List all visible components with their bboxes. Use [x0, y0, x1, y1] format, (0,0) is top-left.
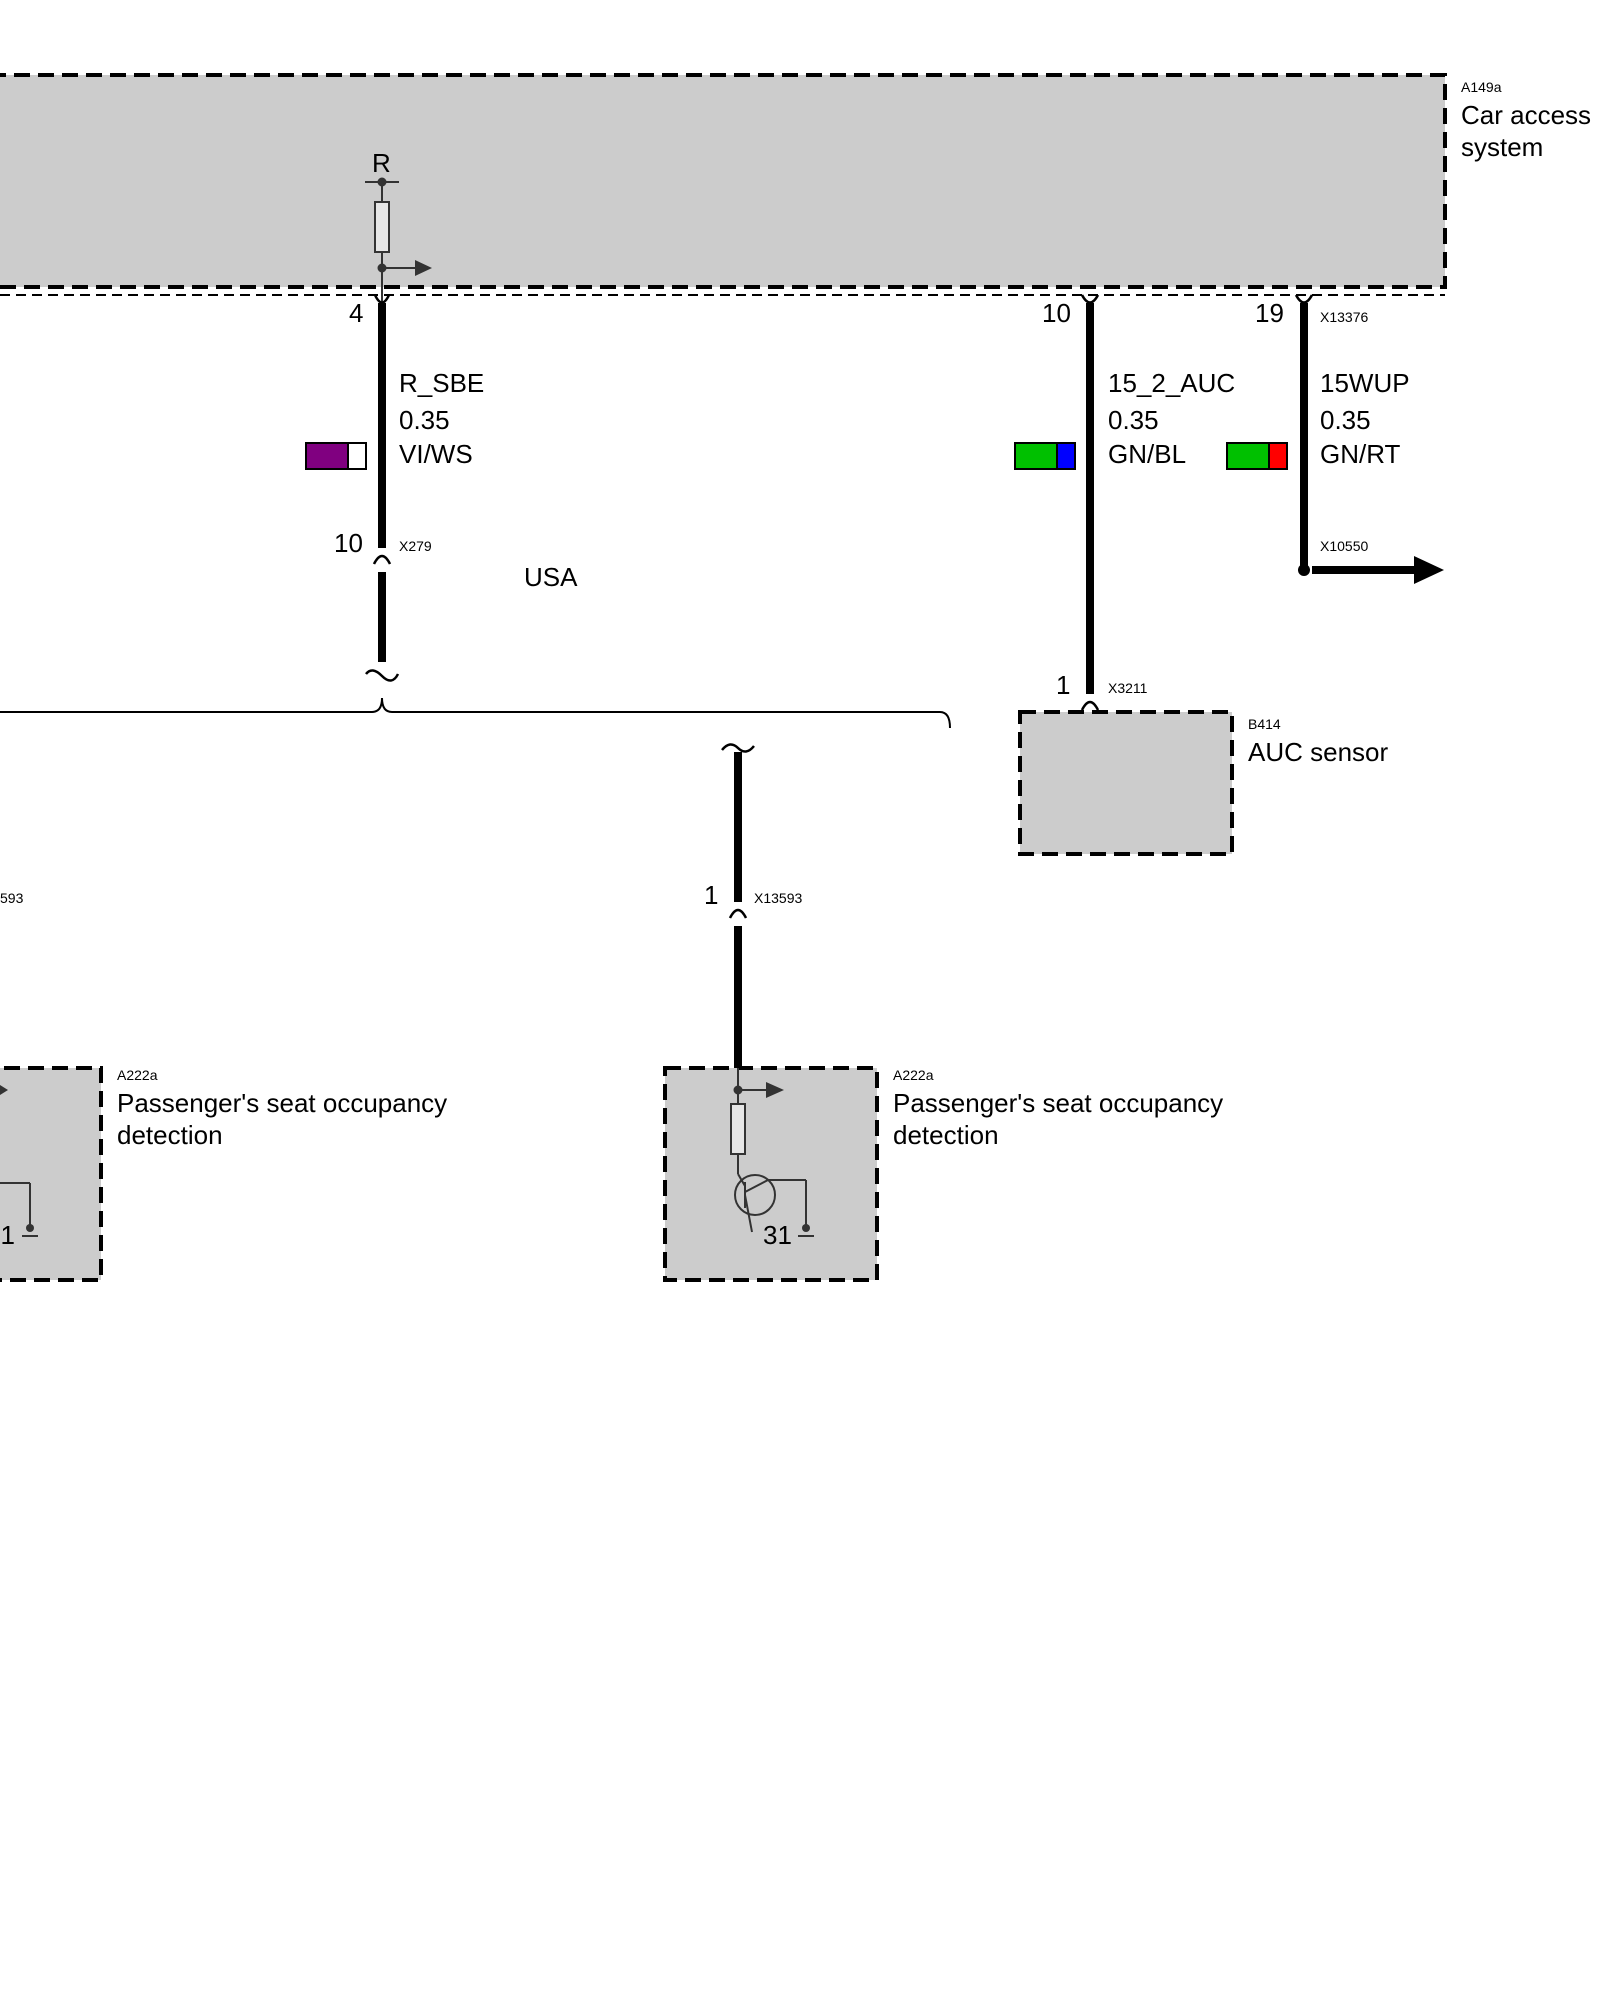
- seat-left-name-line1: Passenger's seat occupancy: [117, 1088, 447, 1118]
- auc-sensor-module: [1018, 710, 1234, 856]
- x13593-connector-left: 593: [0, 890, 24, 906]
- seat-right-name-line1: Passenger's seat occupancy: [893, 1088, 1223, 1118]
- variant-label: USA: [524, 562, 578, 592]
- auc-gauge: 0.35: [1108, 405, 1159, 435]
- wire-15wup: [1226, 294, 1444, 584]
- auc-sensor-name: AUC sensor: [1248, 737, 1388, 767]
- wire-r-sbe: [305, 294, 400, 682]
- x10550-connector: X10550: [1320, 538, 1368, 554]
- auc-signal: 15_2_AUC: [1108, 368, 1235, 398]
- seat-left-name-line2: detection: [117, 1120, 223, 1150]
- transistor-circuit-icon: [730, 1068, 814, 1237]
- seat-occupancy-module-left: 31: [0, 1066, 103, 1282]
- 15wup-color-code: GN/RT: [1320, 439, 1401, 469]
- wire-color-swatch-secondary: [1056, 442, 1076, 470]
- r-sbe-pin: 4: [349, 298, 363, 328]
- x279-connector: X279: [399, 538, 432, 554]
- 15wup-gauge: 0.35: [1320, 405, 1371, 435]
- cas-name-line2: system: [1461, 132, 1543, 162]
- r-sbe-color-code: VI/WS: [399, 439, 473, 469]
- r-sbe-signal: R_SBE: [399, 368, 484, 398]
- x3211-connector: X3211: [1108, 680, 1148, 696]
- pull-up-resistor-icon: [365, 177, 432, 302]
- car-access-system-module: R A149a Car access system: [0, 73, 1591, 302]
- x13593-connector: X13593: [754, 890, 802, 906]
- resistor-label: R: [372, 148, 391, 178]
- cas-name-line1: Car access: [1461, 100, 1591, 130]
- wire-color-swatch-secondary: [1268, 442, 1288, 470]
- 15wup-pin: 19: [1255, 298, 1284, 328]
- auc-sensor-code: B414: [1248, 716, 1281, 732]
- auc-pin-top: 10: [1042, 298, 1071, 328]
- x13593-pin: 1: [704, 880, 718, 910]
- seat-left-code: A222a: [117, 1067, 158, 1083]
- auc-color-code: GN/BL: [1108, 439, 1186, 469]
- wire-color-swatch-secondary: [347, 442, 367, 470]
- seat-occupancy-module-right: 31: [663, 1066, 879, 1282]
- cas-code: A149a: [1461, 79, 1502, 95]
- x13376-connector: X13376: [1320, 309, 1368, 325]
- wire-15-2-auc: [1014, 294, 1100, 711]
- wire-color-swatch-primary: [305, 442, 349, 470]
- svg-text:31: 31: [0, 1220, 15, 1250]
- seat-right-name-line2: detection: [893, 1120, 999, 1150]
- wire-color-swatch-primary: [1014, 442, 1058, 470]
- seat-right-code: A222a: [893, 1067, 934, 1083]
- x279-pin: 10: [334, 528, 363, 558]
- 15wup-signal: 15WUP: [1320, 368, 1410, 398]
- variant-brace: [0, 697, 951, 729]
- r-sbe-gauge: 0.35: [399, 405, 450, 435]
- ground-label: 31: [763, 1220, 792, 1250]
- x3211-pin: 1: [1056, 670, 1070, 700]
- wire-color-swatch-primary: [1226, 442, 1270, 470]
- wire-seat-right: [721, 743, 755, 1068]
